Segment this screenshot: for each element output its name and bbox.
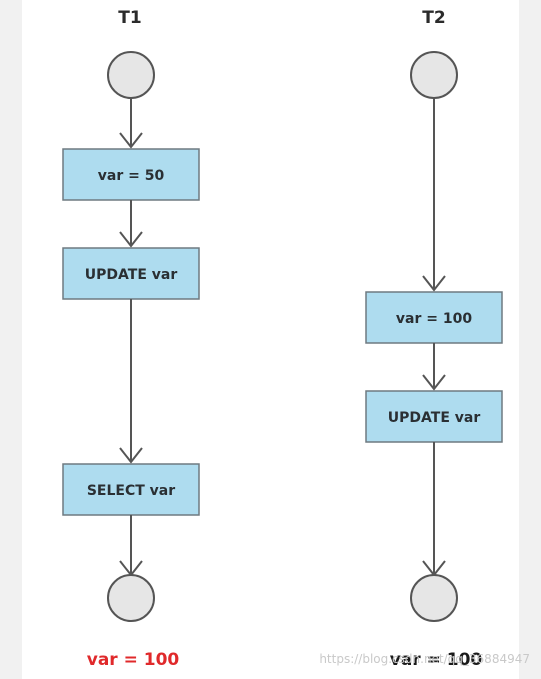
t1-step-label-1: var = 50 — [98, 168, 165, 184]
t2-title: T2 — [422, 8, 445, 28]
t2-end-circle — [410, 574, 458, 622]
t1-title: T1 — [118, 8, 141, 28]
right-border — [519, 0, 541, 679]
t1-arrowhead-1 — [119, 132, 143, 149]
left-border — [0, 0, 22, 679]
t1-step-box-1 — [62, 148, 200, 201]
t1-arrowhead-3 — [119, 447, 143, 464]
t1-start-circle — [107, 51, 155, 99]
watermark: https://blog.csdn.net/qq_36884947 — [319, 652, 530, 666]
t2-step-label-1: var = 100 — [396, 311, 472, 327]
t1-result: var = 100 — [87, 650, 180, 670]
t1-end-circle — [107, 574, 155, 622]
t2-start-circle — [410, 51, 458, 99]
t2-arrowhead-1 — [422, 275, 446, 292]
t2-result: var = 100 — [390, 650, 483, 670]
t2-step-label-2: UPDATE var — [388, 410, 481, 426]
t2-arrowhead-2 — [422, 374, 446, 391]
t1-step-label-2: UPDATE var — [85, 267, 178, 283]
t1-arrowhead-2 — [119, 231, 143, 248]
t1-step-box-2 — [62, 247, 200, 300]
t1-step-label-3: SELECT var — [87, 483, 175, 499]
